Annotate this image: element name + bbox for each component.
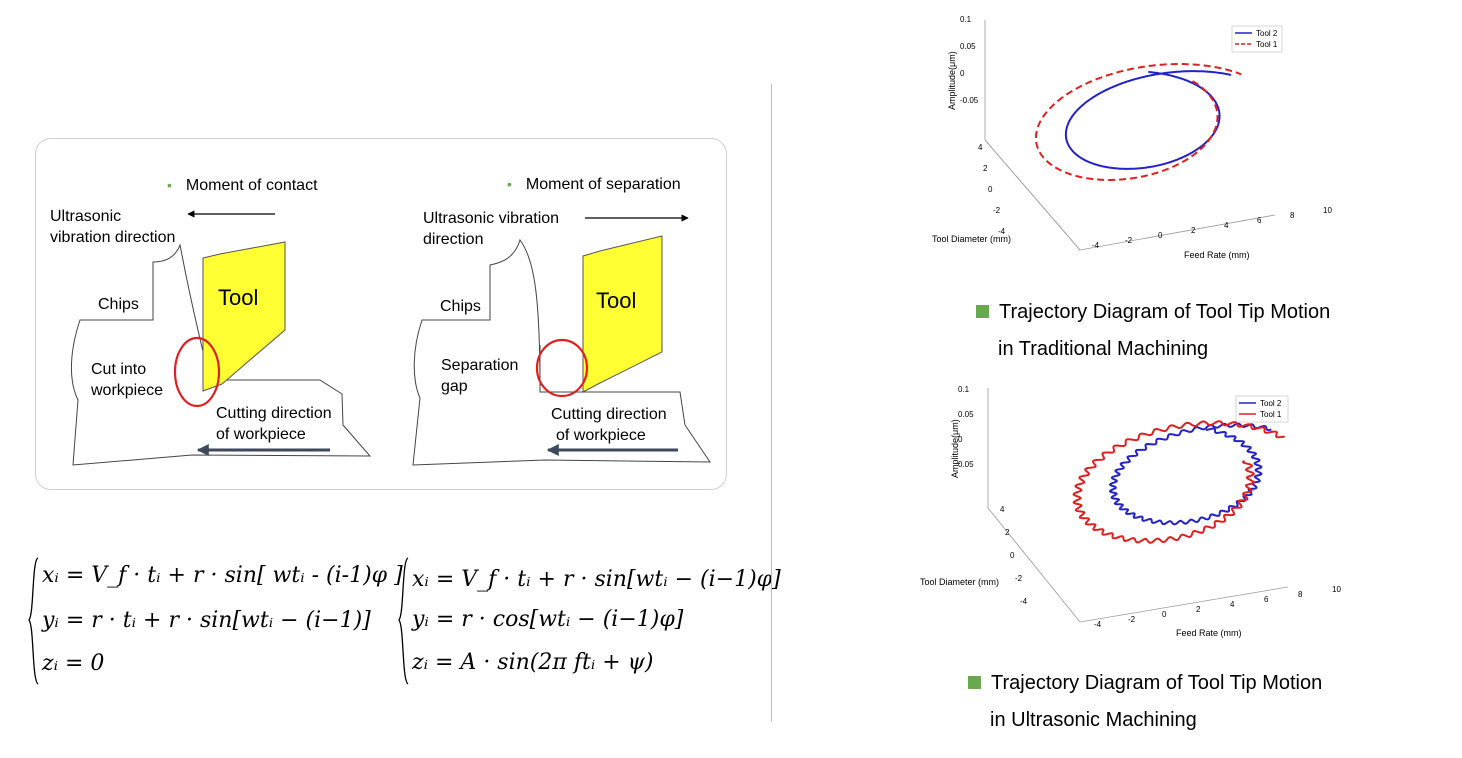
caption-ultrasonic: Trajectory Diagram of Tool Tip Motion in… bbox=[968, 665, 1322, 739]
caption-ultrasonic-line2: in Ultrasonic Machining bbox=[990, 709, 1197, 731]
chart2-feed-tick: 0 bbox=[1162, 610, 1167, 619]
chart2-xlabel: Feed Rate (mm) bbox=[1176, 628, 1242, 638]
chart-traditional-trajectory: Amplitude(μm) Tool Diameter (mm) Feed Ra… bbox=[932, 15, 1332, 260]
caption-bullet-icon bbox=[976, 305, 989, 318]
equation-traditional-y: yᵢ = r · tᵢ + r · sin[wtᵢ − (i−1)] bbox=[42, 608, 371, 633]
equation-ultrasonic-y: yᵢ = r · cos[wtᵢ − (i−1)φ] bbox=[412, 607, 684, 632]
chart1-legend bbox=[1231, 25, 1283, 53]
cutting-direction-label-separation-1: Cutting direction bbox=[551, 406, 667, 423]
chart2-feed-tick: -2 bbox=[1128, 615, 1136, 624]
chart2-series-tool1 bbox=[1072, 420, 1285, 544]
chart2-ylabel: Amplitude(μm) bbox=[950, 419, 960, 478]
workpiece-outline-separation bbox=[412, 238, 711, 466]
chart2-feed-tick: 10 bbox=[1332, 585, 1341, 594]
chart1-feed-tick: 2 bbox=[1191, 226, 1196, 235]
chart2-amplitude-tick: 0.1 bbox=[958, 385, 970, 394]
equation-traditional-x: xᵢ = V_f · tᵢ + r · sin[ wtᵢ - (i-1)φ ] bbox=[42, 563, 403, 588]
chart2-feed-tick: -4 bbox=[1094, 620, 1102, 629]
vibration-direction-label-2: vibration direction bbox=[50, 229, 176, 246]
tool-shape-contact bbox=[202, 241, 286, 392]
chart1-feed-tick: -2 bbox=[1125, 236, 1133, 245]
equation-traditional-z: zᵢ = 0 bbox=[42, 651, 105, 676]
moment-of-contact-label: • Moment of contact bbox=[167, 175, 318, 196]
chart1-diameter-tick: 4 bbox=[978, 143, 983, 152]
chart2-series-tool2 bbox=[1108, 422, 1272, 526]
chart2-feed-tick: 6 bbox=[1264, 595, 1269, 604]
chart1-diameter-tick: -4 bbox=[998, 227, 1006, 236]
cutting-direction-label-contact-1: Cutting direction bbox=[216, 405, 332, 422]
chart1-diameter-tick: -2 bbox=[993, 206, 1001, 215]
chart1-feed-tick: 10 bbox=[1323, 206, 1332, 215]
chart1-amplitude-tick: 0.1 bbox=[960, 15, 972, 24]
chart2-diameter-tick: -2 bbox=[1015, 574, 1023, 583]
chart2-diameter-tick: 4 bbox=[1000, 505, 1005, 514]
chart2-diameter-tick: 2 bbox=[1005, 528, 1010, 537]
moment-contact-text: Moment of contact bbox=[185, 177, 318, 194]
chart1-zlabel: Tool Diameter (mm) bbox=[932, 234, 1011, 244]
chart1-amplitude-tick: -0.05 bbox=[960, 96, 979, 105]
tool-label-separation: Tool bbox=[596, 288, 637, 313]
moment-of-separation-label: • Moment of separation bbox=[507, 174, 681, 195]
cutting-direction-label-contact-2: of workpiece bbox=[216, 426, 306, 443]
separation-circle bbox=[535, 338, 589, 398]
chart1-feed-tick: 0 bbox=[1158, 231, 1163, 240]
caption-traditional: Trajectory Diagram of Tool Tip Motion in… bbox=[976, 294, 1330, 368]
chart1-diameter-tick: 0 bbox=[988, 185, 993, 194]
caption-ultrasonic-line1: Trajectory Diagram of Tool Tip Motion bbox=[991, 672, 1323, 694]
chips-label-contact: Chips bbox=[98, 296, 139, 313]
chart1-xlabel: Feed Rate (mm) bbox=[1184, 250, 1250, 260]
vibration-direction-label-1: Ultrasonic bbox=[50, 208, 122, 225]
chart1-series-tool1 bbox=[1034, 63, 1242, 181]
chart1-amplitude-tick: 0 bbox=[960, 69, 965, 78]
chart2-feed-tick: 2 bbox=[1196, 605, 1201, 614]
chart1-legend-tool2: Tool 2 bbox=[1256, 29, 1278, 38]
tool-shape-separation bbox=[582, 235, 663, 393]
chart2-legend-tool2: Tool 2 bbox=[1260, 399, 1282, 408]
brace-left-1 bbox=[28, 557, 39, 685]
machining-diagram-panel bbox=[35, 138, 727, 490]
vibration-direction-label-4: direction bbox=[423, 231, 484, 248]
vertical-divider bbox=[771, 84, 772, 722]
chart2-feed-tick: 4 bbox=[1230, 600, 1235, 609]
chart1-feed-tick: 4 bbox=[1224, 221, 1229, 230]
equation-ultrasonic-x: xᵢ = V_f · tᵢ + r · sin[wtᵢ − (i−1)φ] bbox=[412, 567, 781, 592]
chart1-ylabel: Amplitude(μm) bbox=[947, 51, 957, 110]
vibration-direction-label-3: Ultrasonic vibration bbox=[423, 210, 560, 227]
chart1-diameter-tick: 2 bbox=[983, 164, 988, 173]
chart2-diameter-tick: -4 bbox=[1020, 597, 1028, 606]
chips-label-separation: Chips bbox=[440, 298, 481, 315]
chart1-series-tool2 bbox=[1064, 70, 1232, 170]
chart1-amplitude-tick: 0.05 bbox=[960, 42, 976, 51]
cut-into-label-2: workpiece bbox=[91, 382, 164, 399]
equation-ultrasonic-z: zᵢ = A · sin(2π ftᵢ + ψ) bbox=[412, 650, 654, 675]
moment-separation-text: Moment of separation bbox=[525, 176, 681, 193]
chart1-feed-tick: 6 bbox=[1257, 216, 1262, 225]
bullet-dot-icon: • bbox=[167, 177, 172, 193]
caption-traditional-line2: in Traditional Machining bbox=[998, 338, 1209, 360]
chart-ultrasonic-trajectory: Amplitude(μm) Tool Diameter (mm) Feed Ra… bbox=[920, 385, 1341, 638]
cutting-direction-label-separation-2: of workpiece bbox=[556, 427, 646, 444]
machining-diagram-shapes bbox=[71, 210, 711, 466]
chart2-amplitude-tick: 0 bbox=[958, 435, 963, 444]
chart1-feed-tick: -4 bbox=[1092, 241, 1100, 250]
chart2-feed-tick: 8 bbox=[1298, 590, 1303, 599]
chart2-diameter-tick: 0 bbox=[1010, 551, 1015, 560]
chart1-feed-tick: 8 bbox=[1290, 211, 1295, 220]
bullet-dot-icon: • bbox=[507, 176, 512, 192]
tool-label-contact: Tool bbox=[218, 285, 259, 310]
caption-traditional-line1: Trajectory Diagram of Tool Tip Motion bbox=[999, 301, 1331, 323]
chart1-legend-tool1: Tool 1 bbox=[1256, 40, 1278, 49]
caption-bullet-icon bbox=[968, 676, 981, 689]
separation-gap-label-1: Separation bbox=[441, 357, 519, 374]
chart2-amplitude-tick: 0.05 bbox=[958, 460, 974, 469]
cut-into-label-1: Cut into bbox=[91, 361, 147, 378]
brace-left-2 bbox=[398, 557, 409, 685]
chart2-zlabel: Tool Diameter (mm) bbox=[920, 577, 999, 587]
workpiece-outline-contact bbox=[71, 243, 372, 466]
chart2-legend bbox=[1235, 395, 1289, 423]
chart2-legend-tool1: Tool 1 bbox=[1260, 410, 1282, 419]
chart2-amplitude-tick: 0.05 bbox=[958, 410, 974, 419]
separation-gap-label-2: gap bbox=[441, 378, 468, 395]
contact-circle bbox=[173, 336, 221, 408]
